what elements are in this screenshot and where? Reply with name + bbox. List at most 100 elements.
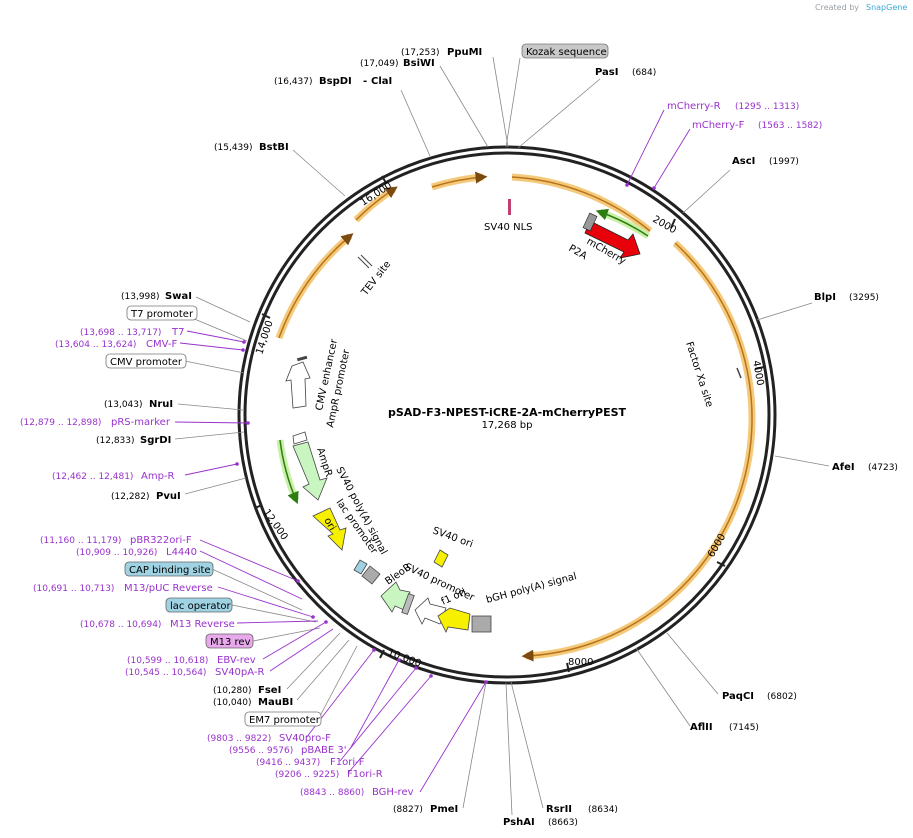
primer-m13-puc-reverse-pos: (10,691 .. 10,713) [33, 584, 114, 594]
bstbi-pos: (15,439) [214, 143, 253, 153]
ampr-arrow[interactable] [292, 441, 328, 501]
lac-operator-box[interactable] [165, 597, 233, 613]
cmv-promoter-box[interactable] [105, 353, 187, 369]
bsiwi-label[interactable]: BsiWI [403, 58, 435, 69]
cap-site-box[interactable] [353, 559, 368, 575]
green-arc-2[interactable] [276, 439, 300, 502]
primer-t7-label[interactable]: T7 [171, 327, 184, 338]
map-length: 17,268 bp [482, 420, 533, 431]
primer-mcherry-f-label[interactable]: mCherry-F [692, 120, 745, 131]
primer-l4440-label[interactable]: L4440 [166, 547, 197, 558]
orf-arc-3[interactable] [275, 233, 353, 340]
primer-prs-marker-pos: (12,879 .. 12,898) [20, 418, 101, 428]
m13-rev-label: M13 rev [210, 637, 251, 648]
primer-m13-reverse-pos: (10,678 .. 10,694) [80, 620, 161, 630]
f1-ori-arrow[interactable] [437, 607, 471, 633]
primer-sv40pro-f-label[interactable]: SV40pro-F [279, 733, 331, 744]
sv40-ori-box[interactable] [433, 549, 449, 568]
ampr-promoter-box[interactable] [292, 431, 308, 445]
em7-box[interactable] [401, 593, 415, 615]
pmei-label[interactable]: PmeI [430, 804, 458, 815]
swai-label[interactable]: SwaI [165, 291, 192, 302]
fsei-label[interactable]: FseI [258, 685, 281, 696]
m13-rev-box[interactable] [205, 633, 254, 649]
pasi-label[interactable]: PasI [595, 67, 618, 78]
ppumi-label[interactable]: PpuMI [447, 47, 482, 58]
afei-pos: (4723) [868, 463, 898, 473]
primer-prs-marker-label[interactable]: pRS-marker [111, 417, 171, 428]
tick-marks [254, 175, 765, 673]
orf-arc-2[interactable] [525, 240, 756, 660]
primer-mcherry-r-label[interactable]: mCherry-R [667, 101, 721, 112]
rsrii-pos: (8634) [588, 805, 618, 815]
maubi-label[interactable]: MauBI [258, 697, 293, 708]
pmei-pos: (8827) [393, 805, 423, 815]
cmv-promoter-arrow[interactable] [285, 361, 311, 409]
primer-f1ori-f-pos: (9416 .. 9437) [256, 758, 320, 768]
primer-ebv-rev-label[interactable]: EBV-rev [217, 655, 256, 666]
rsrii-label[interactable]: RsrII [546, 804, 572, 815]
primer-pbr322ori-f-pos: (11,160 .. 11,179) [40, 536, 121, 546]
aflii-pos: (7145) [729, 723, 759, 733]
bstbi-label[interactable]: BstBI [259, 142, 289, 153]
afei-label[interactable]: AfeI [832, 462, 855, 473]
nrui-label[interactable]: NruI [149, 399, 173, 410]
aflii-label[interactable]: AflII [690, 722, 713, 733]
leader-lines [174, 56, 830, 816]
primer-l4440-pos: (10,909 .. 10,926) [76, 548, 157, 558]
paqci-pos: (6802) [767, 692, 797, 702]
orf-arc-3-line [278, 233, 354, 339]
primer-pbr322ori-f-label[interactable]: pBR322ori-F [130, 535, 192, 546]
tick-label-6000: 6000 [706, 532, 728, 560]
mcherry-arrow[interactable] [584, 220, 641, 259]
asci-label[interactable]: AscI [732, 156, 755, 167]
blpi-label[interactable]: BlpI [814, 292, 836, 303]
sgrdi-label[interactable]: SgrDI [140, 435, 171, 446]
kozak-box[interactable] [521, 43, 609, 59]
primer-amp-r-label[interactable]: Amp-R [141, 471, 175, 482]
primer-mcherry-f-pos: (1563 .. 1582) [758, 121, 822, 131]
primer-amp-r-pos: (12,462 .. 12,481) [52, 472, 133, 482]
bspdi-pos: (16,437) [274, 77, 313, 87]
pshai-label[interactable]: PshAI [503, 817, 535, 828]
p2a-box[interactable] [582, 212, 598, 232]
primer-sv40pa-r-label[interactable]: SV40pA-R [215, 667, 264, 678]
primer-bgh-rev-label[interactable]: BGH-rev [372, 787, 414, 798]
primer-f1ori-r-pos: (9206 .. 9225) [275, 770, 339, 780]
t7-promoter-box[interactable] [126, 305, 198, 321]
pshai-pos: (8663) [548, 818, 578, 828]
fsei-pos: (10,280) [213, 686, 252, 696]
em7-promoter-box[interactable] [244, 711, 322, 727]
orf-arc-2-line [521, 242, 753, 662]
primer-pbabe3-pos: (9556 .. 9576) [229, 746, 293, 756]
cap-binding-site-box[interactable] [124, 561, 214, 577]
lac-promoter-box[interactable] [361, 565, 381, 585]
primer-pbabe3-label[interactable]: pBABE 3' [301, 745, 347, 756]
primer-m13-reverse-label[interactable]: M13 Reverse [170, 619, 235, 630]
tev-site-mark[interactable] [357, 256, 370, 269]
orf-arc-5-line [431, 171, 488, 188]
tick-label-10000: 10,000 [386, 647, 423, 669]
primer-m13-puc-reverse-label[interactable]: M13/pUC Reverse [124, 583, 213, 594]
primer-f1ori-r-label[interactable]: F1ori-R [347, 769, 383, 780]
ori-arrow[interactable] [312, 507, 347, 551]
bgh-polya-box[interactable] [471, 615, 492, 633]
bspdi-label[interactable]: BspDI [319, 76, 352, 87]
factor-xa-mark[interactable] [736, 367, 742, 379]
primer-cmv-f-label[interactable]: CMV-F [146, 339, 177, 350]
primer-t7-pos: (13,698 .. 13,717) [80, 328, 161, 338]
factor-xa-label: Factor Xa site [683, 341, 714, 409]
pvui-label[interactable]: PvuI [156, 491, 181, 502]
sgrdi-pos: (12,833) [96, 436, 135, 446]
sv40-ori-label: SV40 ori [431, 525, 474, 550]
primer-f1ori-f-label[interactable]: F1ori-F [330, 757, 365, 768]
primer-bgh-rev-pos: (8843 .. 8860) [300, 788, 364, 798]
cap-binding-site-label: CAP binding site [129, 565, 211, 576]
primer-sv40pa-r-pos: (10,545 .. 10,564) [125, 668, 206, 678]
paqci-label[interactable]: PaqCI [722, 691, 754, 702]
clai-label[interactable]: ClaI [371, 76, 392, 87]
nrui-pos: (13,043) [104, 400, 143, 410]
cmv-enhancer-mark[interactable] [296, 355, 308, 362]
sv40-nls-mark[interactable] [508, 199, 511, 215]
